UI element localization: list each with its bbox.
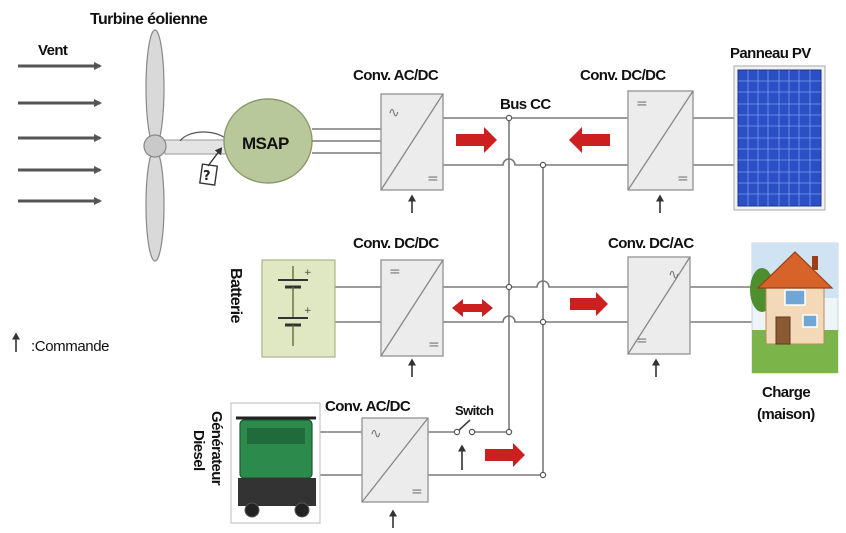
legend-command-label: :Commande — [31, 338, 109, 355]
flow-arrow-bidirectional — [452, 299, 493, 317]
wire — [443, 159, 543, 165]
junctions — [454, 115, 545, 477]
turbine-label: Turbine éolienne — [90, 11, 208, 28]
junction-dot — [540, 319, 545, 324]
battery-box — [262, 260, 335, 357]
wind-arrows — [18, 66, 100, 201]
conv-dcac-label: Conv. DC/AC — [608, 235, 694, 252]
switch-terminal — [454, 429, 459, 434]
house — [750, 243, 838, 373]
house-window — [785, 290, 805, 305]
wire — [443, 316, 543, 322]
flow-arrow-right — [570, 292, 608, 316]
wire — [509, 281, 628, 287]
plus-glyph: + — [304, 268, 312, 278]
plus-glyph: + — [304, 306, 312, 316]
wind-turbine: ? — [144, 30, 235, 261]
flow-arrow-left — [569, 127, 610, 153]
pv-panel-label: Panneau PV — [730, 45, 811, 62]
generator-engine — [238, 478, 316, 506]
ac-symbol: ∿ — [388, 105, 400, 121]
dc-symbol: = — [636, 96, 648, 112]
dc-symbol: = — [677, 171, 689, 187]
conv-acdc-diesel-label: Conv. AC/DC — [325, 398, 411, 415]
command-arrows — [16, 198, 660, 528]
conv-dcdc-battery-label: Conv. DC/DC — [353, 235, 439, 252]
turbine-blade — [146, 149, 164, 261]
generator-wheel — [245, 503, 259, 517]
battery-label: Batterie — [227, 268, 244, 323]
conv-dcdc-pv-label: Conv. DC/DC — [580, 67, 666, 84]
bus-label: Bus CC — [500, 96, 551, 113]
converter-dcac: ∿ = — [628, 257, 690, 354]
switch-terminal — [469, 429, 474, 434]
flow-arrow-right — [485, 443, 525, 467]
junction-dot — [540, 162, 545, 167]
battery: + + — [262, 260, 335, 357]
converter-acdc-diesel: ∿ = — [362, 418, 428, 502]
load-label-line1: Charge — [762, 384, 810, 401]
converter-acdc-wind: ∿ = — [381, 94, 443, 190]
turbine-hub — [144, 135, 166, 157]
wind-label: Vent — [38, 42, 68, 59]
dc-symbol: = — [427, 171, 439, 187]
generator-panel — [247, 428, 305, 444]
junction-dot — [506, 115, 511, 120]
diesel-label-line2: Diesel — [190, 430, 207, 471]
dc-symbol: = — [428, 337, 440, 353]
junction-dot — [506, 429, 511, 434]
switch-label: Switch — [455, 403, 494, 418]
conv-acdc-wind-label: Conv. AC/DC — [353, 67, 439, 84]
load-label-line2: (maison) — [757, 406, 815, 423]
generator-wheel — [295, 503, 309, 517]
house-door — [776, 317, 790, 344]
turbine-blade — [146, 30, 164, 146]
junction-dot — [540, 472, 545, 477]
chimney — [812, 256, 818, 270]
ac-symbol: ∿ — [370, 426, 382, 442]
dc-symbol: = — [411, 484, 423, 500]
dc-symbol: = — [636, 333, 648, 349]
diesel-label-line1: Générateur — [208, 411, 225, 486]
question-glyph: ? — [203, 169, 211, 184]
ac-symbol: ∿ — [668, 267, 680, 283]
msap-label: MSAP — [242, 134, 289, 153]
diesel-generator — [231, 403, 320, 523]
converter-dcdc-pv: = = — [628, 91, 693, 190]
flow-arrow-right — [456, 127, 497, 153]
house-window — [803, 315, 817, 327]
pv-panel — [734, 66, 825, 210]
converter-dcdc-battery: = = — [381, 260, 443, 356]
dc-symbol: = — [389, 264, 401, 280]
junction-dot — [506, 284, 511, 289]
